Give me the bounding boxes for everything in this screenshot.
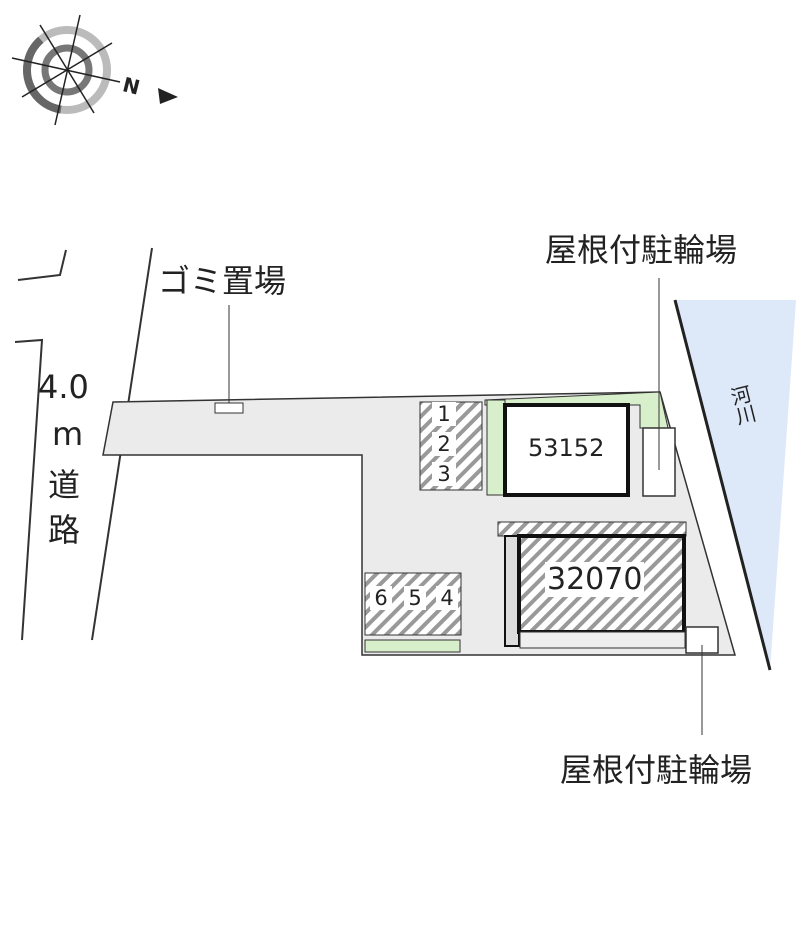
road-width: 4.0	[38, 368, 89, 406]
road-unit: m	[52, 415, 84, 453]
parking-space: 6	[370, 586, 392, 610]
bike-parking-bottom-label: 屋根付駐輪場	[560, 751, 753, 789]
road-label-2: 路	[48, 511, 81, 549]
compass-icon	[11, 14, 178, 126]
road-label-1: 道	[48, 466, 81, 504]
parking-space: 1	[432, 402, 456, 426]
garbage-area-label: ゴミ置場	[158, 262, 287, 300]
building-id: 53152	[526, 434, 607, 462]
river	[675, 300, 796, 670]
parking-space: 3	[432, 462, 456, 486]
parking-space: 4	[436, 586, 458, 610]
garbage-area	[214, 402, 244, 414]
parking-space: 5	[404, 586, 426, 610]
parking-space: 2	[432, 432, 456, 456]
building-id: 32070	[545, 562, 645, 597]
bike-parking-top-label: 屋根付駐輪場	[545, 231, 738, 269]
